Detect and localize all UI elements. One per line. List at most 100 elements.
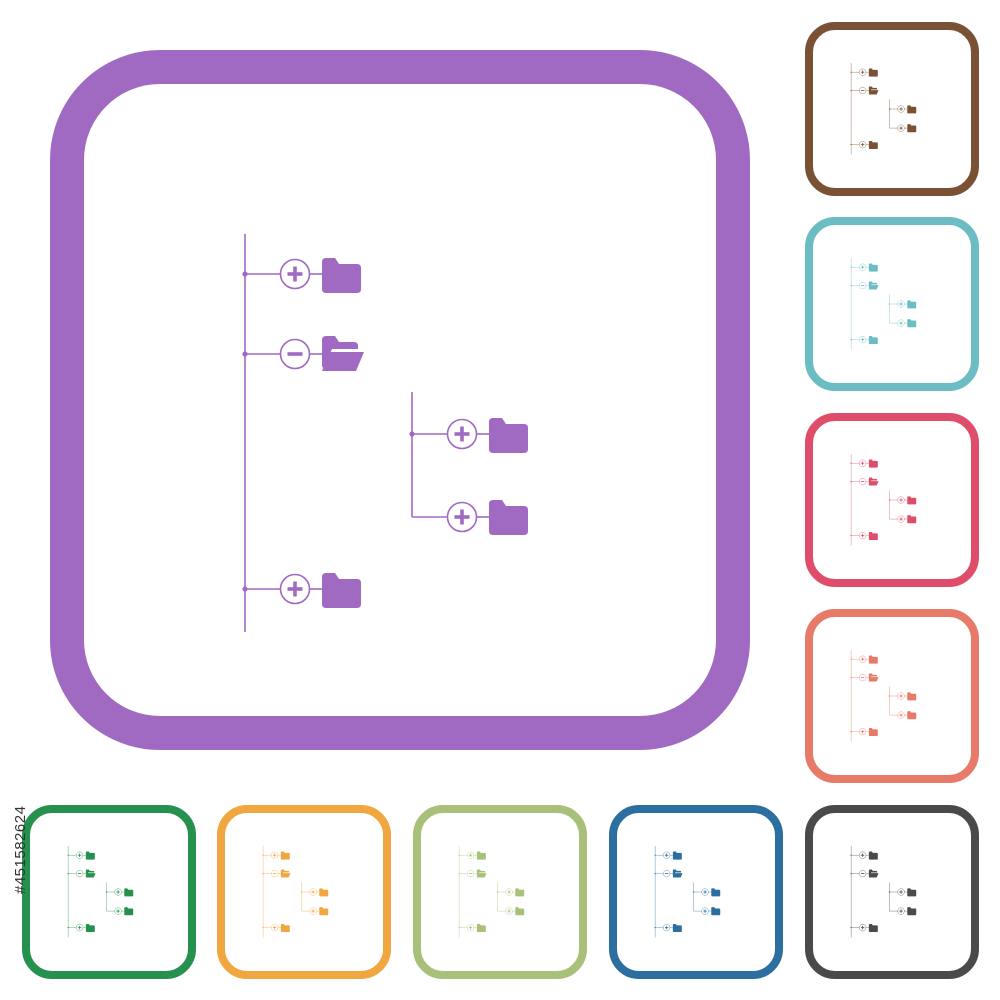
tree-view-icon [850, 63, 917, 155]
folder-open-icon [322, 352, 364, 371]
folder-icon [907, 124, 917, 133]
tree-icon-group [850, 258, 917, 350]
folder-icon [280, 923, 290, 933]
folder-icon [280, 851, 290, 860]
node-dot [458, 927, 460, 929]
variant-tile-dark-gray [805, 805, 979, 979]
tree-view-icon [458, 846, 525, 938]
node-dot [850, 90, 852, 92]
node-dot [850, 873, 852, 875]
folder-icon [907, 711, 917, 720]
folder-open-back [868, 477, 878, 485]
node-dot [850, 658, 852, 660]
tree-icon-group [262, 846, 329, 938]
folder-icon [319, 888, 329, 897]
folder-open-back [672, 869, 682, 877]
folder-open-icon [476, 873, 487, 878]
node-dot [850, 481, 852, 483]
folder-icon [868, 68, 878, 77]
node-dot [850, 731, 852, 733]
folder-icon [868, 655, 878, 664]
folder-icon [907, 105, 917, 114]
folder-icon [868, 531, 878, 541]
node-dot [850, 462, 852, 464]
node-dot [850, 677, 852, 679]
tree-view-icon [242, 234, 528, 632]
tree-icon-group [242, 234, 528, 632]
folder-icon [476, 851, 486, 860]
folder-open-back [280, 869, 290, 877]
folder-icon [124, 907, 134, 916]
node-dot [262, 927, 264, 929]
tree-icon-group [850, 650, 917, 742]
folder-open-icon [868, 481, 879, 486]
folder-icon [907, 888, 917, 897]
folder-icon [711, 888, 721, 897]
folder-open-icon [868, 677, 879, 682]
tree-icon-group [654, 846, 721, 938]
folder-open-back [476, 869, 486, 877]
node-dot [850, 266, 852, 268]
folder-icon [907, 692, 917, 701]
folder-open-icon [868, 90, 879, 95]
folder-icon [319, 907, 329, 916]
folder-icon [868, 851, 878, 860]
variant-tile-red [805, 413, 979, 587]
main-icon-tile [50, 50, 750, 750]
folder-icon [907, 907, 917, 916]
tree-icon-group [850, 846, 917, 938]
node-dot [850, 535, 852, 537]
folder-icon [85, 923, 95, 933]
folder-icon [868, 335, 878, 345]
node-dot [850, 285, 852, 287]
node-dot [409, 431, 415, 437]
folder-open-back [868, 281, 878, 289]
node-dot [67, 854, 69, 856]
tree-icon-group [850, 454, 917, 546]
folder-icon [322, 573, 361, 608]
folder-icon [672, 923, 682, 933]
tree-view-icon [850, 650, 917, 742]
node-dot [654, 854, 656, 856]
folder-open-icon [280, 873, 291, 878]
node-dot [458, 854, 460, 856]
node-dot [262, 854, 264, 856]
node-dot [458, 873, 460, 875]
node-dot [850, 927, 852, 929]
folder-open-icon [672, 873, 683, 878]
tree-view-icon [654, 846, 721, 938]
folder-icon [85, 851, 95, 860]
tree-icon-group [458, 846, 525, 938]
tree-view-icon [67, 846, 134, 938]
folder-icon [907, 319, 917, 328]
variant-tile-olive [413, 805, 587, 979]
folder-icon [907, 496, 917, 505]
tree-view-icon [850, 454, 917, 546]
node-dot [850, 71, 852, 73]
folder-icon [515, 888, 525, 897]
folder-icon [489, 418, 528, 453]
stock-id-text: #451582624 [12, 805, 29, 895]
node-dot [654, 873, 656, 875]
folder-open-icon [85, 873, 96, 878]
node-dot [654, 927, 656, 929]
tree-view-icon [850, 846, 917, 938]
node-dot [496, 891, 499, 893]
folder-icon [868, 727, 878, 737]
node-dot [300, 891, 303, 893]
node-dot [850, 854, 852, 856]
folder-icon [322, 258, 361, 293]
folder-open-back [868, 673, 878, 681]
folder-open-back [85, 869, 95, 877]
variant-tile-green [22, 805, 196, 979]
folder-icon [868, 263, 878, 272]
variant-tile-orange [217, 805, 391, 979]
folder-icon [868, 923, 878, 933]
folder-icon [711, 907, 721, 916]
variant-tile-blue [609, 805, 783, 979]
folder-open-back [322, 336, 358, 368]
variant-tile-salmon [805, 609, 979, 783]
folder-icon [515, 907, 525, 916]
folder-open-back [868, 86, 878, 94]
variant-tile-brown [805, 22, 979, 196]
